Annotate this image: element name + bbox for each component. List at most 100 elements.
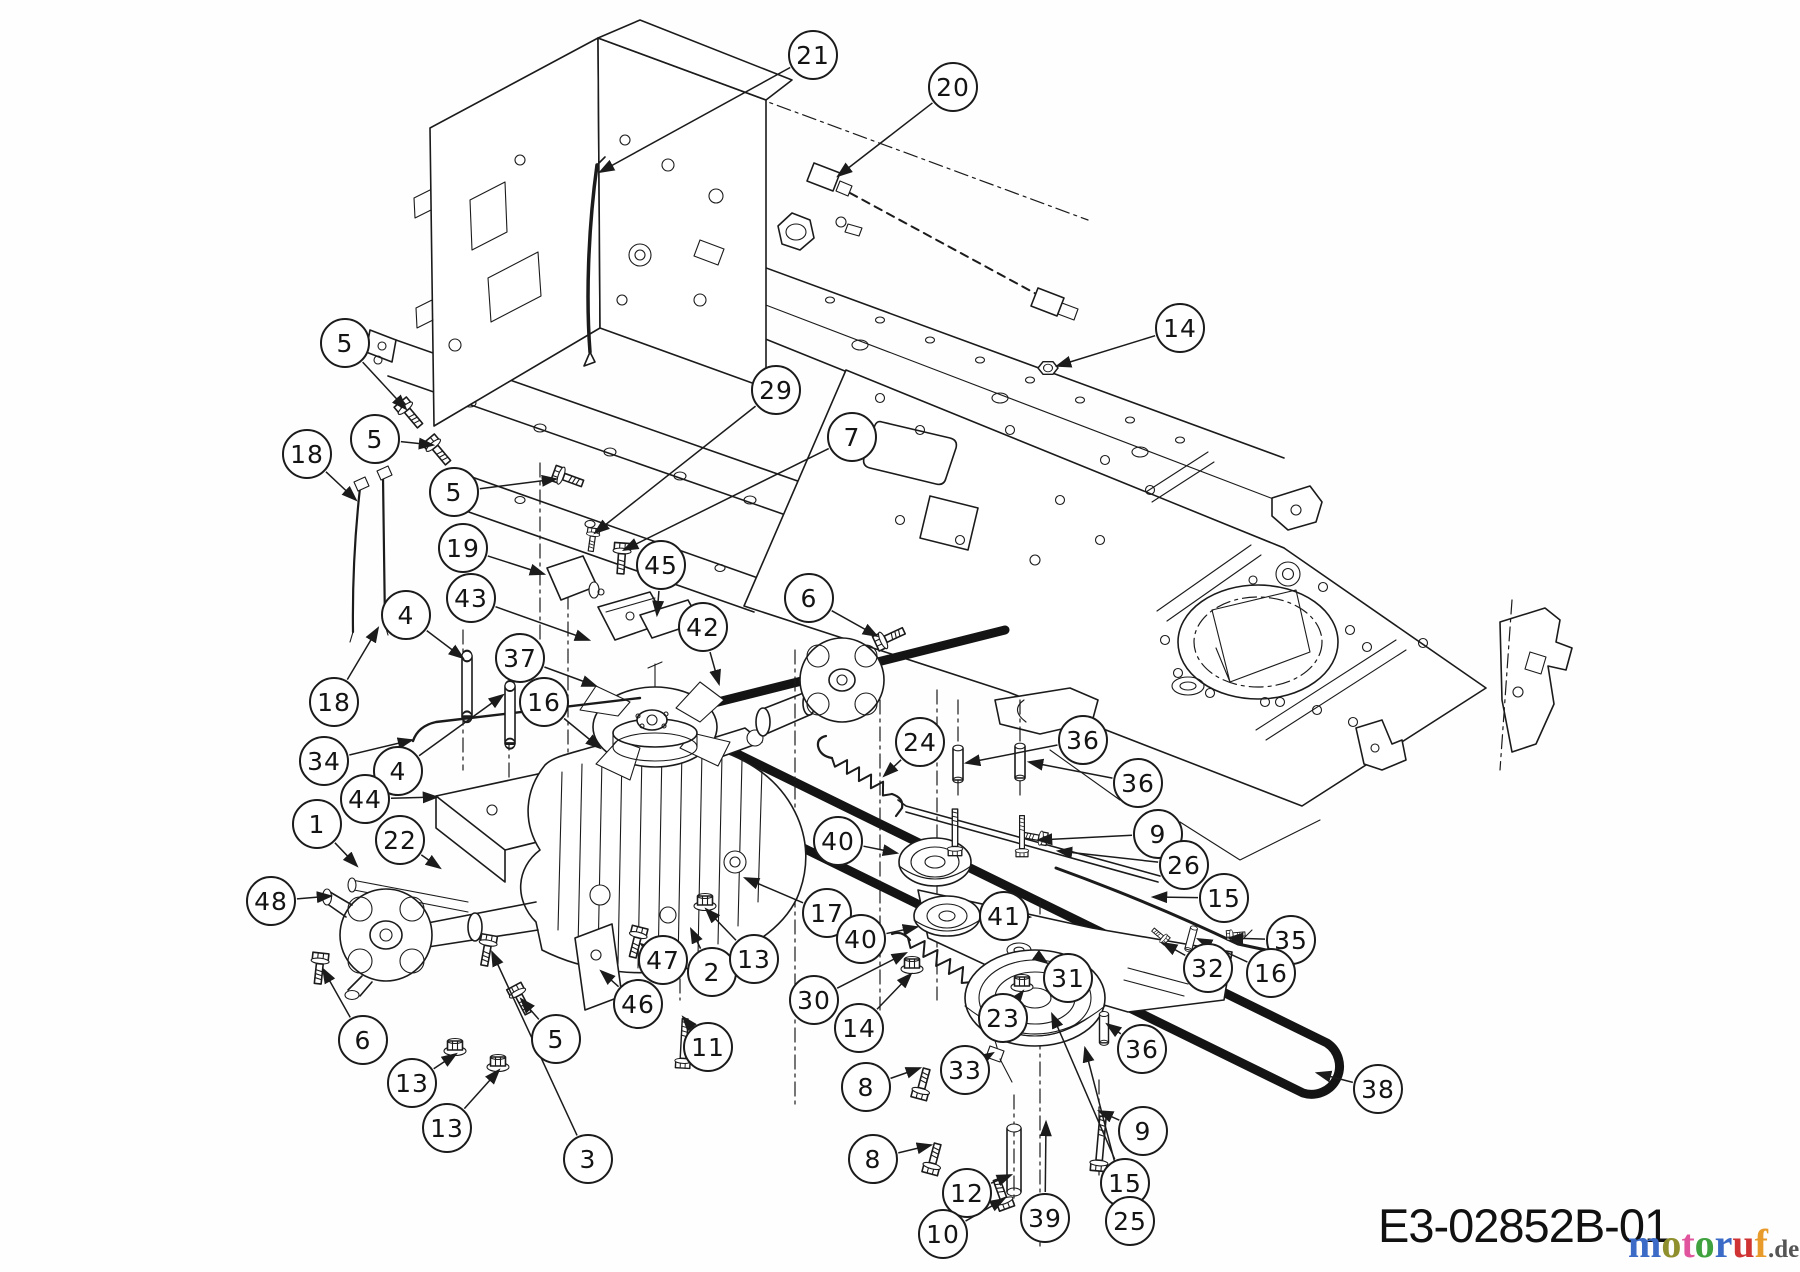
callout-balloon-3[interactable]: 3 bbox=[563, 1134, 613, 1184]
callout-balloon-22[interactable]: 22 bbox=[375, 815, 425, 865]
callout-balloon-7[interactable]: 7 bbox=[827, 412, 877, 462]
callout-balloon-46[interactable]: 46 bbox=[613, 979, 663, 1029]
leader-line-7 bbox=[621, 447, 830, 551]
leader-line-48 bbox=[296, 891, 334, 904]
leader-line-36 bbox=[963, 744, 1058, 767]
leader-line-4 bbox=[418, 693, 505, 757]
leader-line-19 bbox=[487, 555, 547, 576]
callout-balloon-13[interactable]: 13 bbox=[387, 1058, 437, 1108]
callout-balloon-29[interactable]: 29 bbox=[751, 365, 801, 415]
callout-balloon-38[interactable]: 38 bbox=[1353, 1064, 1403, 1114]
callout-balloon-21[interactable]: 21 bbox=[788, 30, 838, 80]
callout-balloon-13[interactable]: 13 bbox=[422, 1103, 472, 1153]
callout-balloon-24[interactable]: 24 bbox=[895, 717, 945, 767]
callout-balloon-30[interactable]: 30 bbox=[789, 975, 839, 1025]
callout-balloon-13[interactable]: 13 bbox=[729, 934, 779, 984]
callout-balloon-36[interactable]: 36 bbox=[1058, 715, 1108, 765]
callout-balloon-45[interactable]: 45 bbox=[636, 540, 686, 590]
leader-line-1 bbox=[334, 842, 359, 868]
callout-balloon-20[interactable]: 20 bbox=[928, 62, 978, 112]
leader-line-20 bbox=[836, 102, 933, 178]
callout-balloon-4[interactable]: 4 bbox=[381, 590, 431, 640]
leader-line-8 bbox=[898, 1142, 934, 1155]
leader-line-40 bbox=[863, 844, 900, 857]
watermark-letter: t bbox=[1681, 1221, 1695, 1266]
leader-line-11 bbox=[681, 1015, 697, 1032]
leader-line-14 bbox=[1054, 334, 1156, 368]
leader-line-38 bbox=[1314, 1070, 1354, 1084]
callout-balloon-39[interactable]: 39 bbox=[1020, 1193, 1070, 1243]
callout-balloon-44[interactable]: 44 bbox=[340, 774, 390, 824]
callout-balloon-36[interactable]: 36 bbox=[1113, 758, 1163, 808]
leader-line-5 bbox=[362, 361, 408, 411]
callout-balloon-40[interactable]: 40 bbox=[836, 914, 886, 964]
callout-balloon-5[interactable]: 5 bbox=[320, 318, 370, 368]
cooling-fan bbox=[579, 661, 731, 781]
leader-line-40 bbox=[886, 924, 920, 936]
leader-line-13 bbox=[463, 1068, 501, 1110]
leader-line-8 bbox=[890, 1067, 923, 1080]
callout-balloon-19[interactable]: 19 bbox=[438, 523, 488, 573]
leader-line-14 bbox=[876, 972, 913, 1010]
callout-balloon-10[interactable]: 10 bbox=[918, 1209, 968, 1259]
callout-balloon-16[interactable]: 16 bbox=[519, 677, 569, 727]
callout-balloon-5[interactable]: 5 bbox=[429, 467, 479, 517]
leader-line-22 bbox=[420, 854, 442, 870]
leader-line-36 bbox=[1105, 1022, 1123, 1038]
callout-balloon-43[interactable]: 43 bbox=[446, 573, 496, 623]
leader-line-17 bbox=[742, 877, 804, 904]
callout-balloon-6[interactable]: 6 bbox=[338, 1015, 388, 1065]
shift-rod bbox=[583, 156, 606, 367]
callout-balloon-1[interactable]: 1 bbox=[292, 799, 342, 849]
callout-balloon-47[interactable]: 47 bbox=[638, 935, 688, 985]
leader-line-5 bbox=[479, 474, 559, 490]
callout-balloon-26[interactable]: 26 bbox=[1159, 840, 1209, 890]
leader-line-5 bbox=[519, 997, 540, 1020]
clutch-cable bbox=[806, 162, 1079, 321]
callout-balloon-32[interactable]: 32 bbox=[1183, 943, 1233, 993]
callout-balloon-42[interactable]: 42 bbox=[678, 602, 728, 652]
leader-line-21 bbox=[598, 66, 791, 174]
leader-line-30 bbox=[836, 951, 909, 989]
callout-balloon-48[interactable]: 48 bbox=[246, 876, 296, 926]
callout-balloon-11[interactable]: 11 bbox=[683, 1022, 733, 1072]
callout-balloon-5[interactable]: 5 bbox=[531, 1014, 581, 1064]
watermark-logo: motoruf.de bbox=[1628, 1220, 1799, 1267]
callout-balloon-25[interactable]: 25 bbox=[1105, 1196, 1155, 1246]
callout-balloon-8[interactable]: 8 bbox=[848, 1134, 898, 1184]
callout-balloon-12[interactable]: 12 bbox=[942, 1168, 992, 1218]
callout-balloon-18[interactable]: 18 bbox=[309, 677, 359, 727]
leader-line-42 bbox=[709, 651, 721, 687]
leader-line-43 bbox=[495, 606, 592, 641]
frame-floor-plate bbox=[743, 369, 1487, 807]
callout-balloon-33[interactable]: 33 bbox=[940, 1045, 990, 1095]
callout-balloon-34[interactable]: 34 bbox=[299, 736, 349, 786]
torque-rod bbox=[411, 696, 642, 743]
watermark-letter: u bbox=[1732, 1221, 1755, 1266]
leader-line-32 bbox=[1161, 941, 1186, 957]
callout-balloon-15[interactable]: 15 bbox=[1199, 873, 1249, 923]
leader-line-4 bbox=[426, 630, 465, 660]
leader-line-15 bbox=[1051, 1011, 1116, 1160]
callout-balloon-37[interactable]: 37 bbox=[495, 633, 545, 683]
callout-balloon-8[interactable]: 8 bbox=[841, 1062, 891, 1112]
callout-balloon-9[interactable]: 9 bbox=[1133, 809, 1183, 859]
callout-balloon-9[interactable]: 9 bbox=[1118, 1106, 1168, 1156]
callout-balloon-36[interactable]: 36 bbox=[1117, 1024, 1167, 1074]
watermark-letter: r bbox=[1714, 1221, 1733, 1266]
callout-balloon-14[interactable]: 14 bbox=[834, 1003, 884, 1053]
callout-balloon-14[interactable]: 14 bbox=[1155, 303, 1205, 353]
callout-balloon-18[interactable]: 18 bbox=[282, 429, 332, 479]
callout-balloon-40[interactable]: 40 bbox=[813, 816, 863, 866]
callout-balloon-23[interactable]: 23 bbox=[978, 993, 1028, 1043]
callout-balloon-31[interactable]: 31 bbox=[1043, 953, 1093, 1003]
transaxle bbox=[321, 637, 885, 1001]
callout-balloon-16[interactable]: 16 bbox=[1246, 948, 1296, 998]
callout-balloon-41[interactable]: 41 bbox=[979, 891, 1029, 941]
cable-ties bbox=[349, 465, 393, 643]
callout-balloon-6[interactable]: 6 bbox=[784, 573, 834, 623]
callout-balloon-5[interactable]: 5 bbox=[350, 414, 400, 464]
leader-line-13 bbox=[433, 1052, 458, 1070]
